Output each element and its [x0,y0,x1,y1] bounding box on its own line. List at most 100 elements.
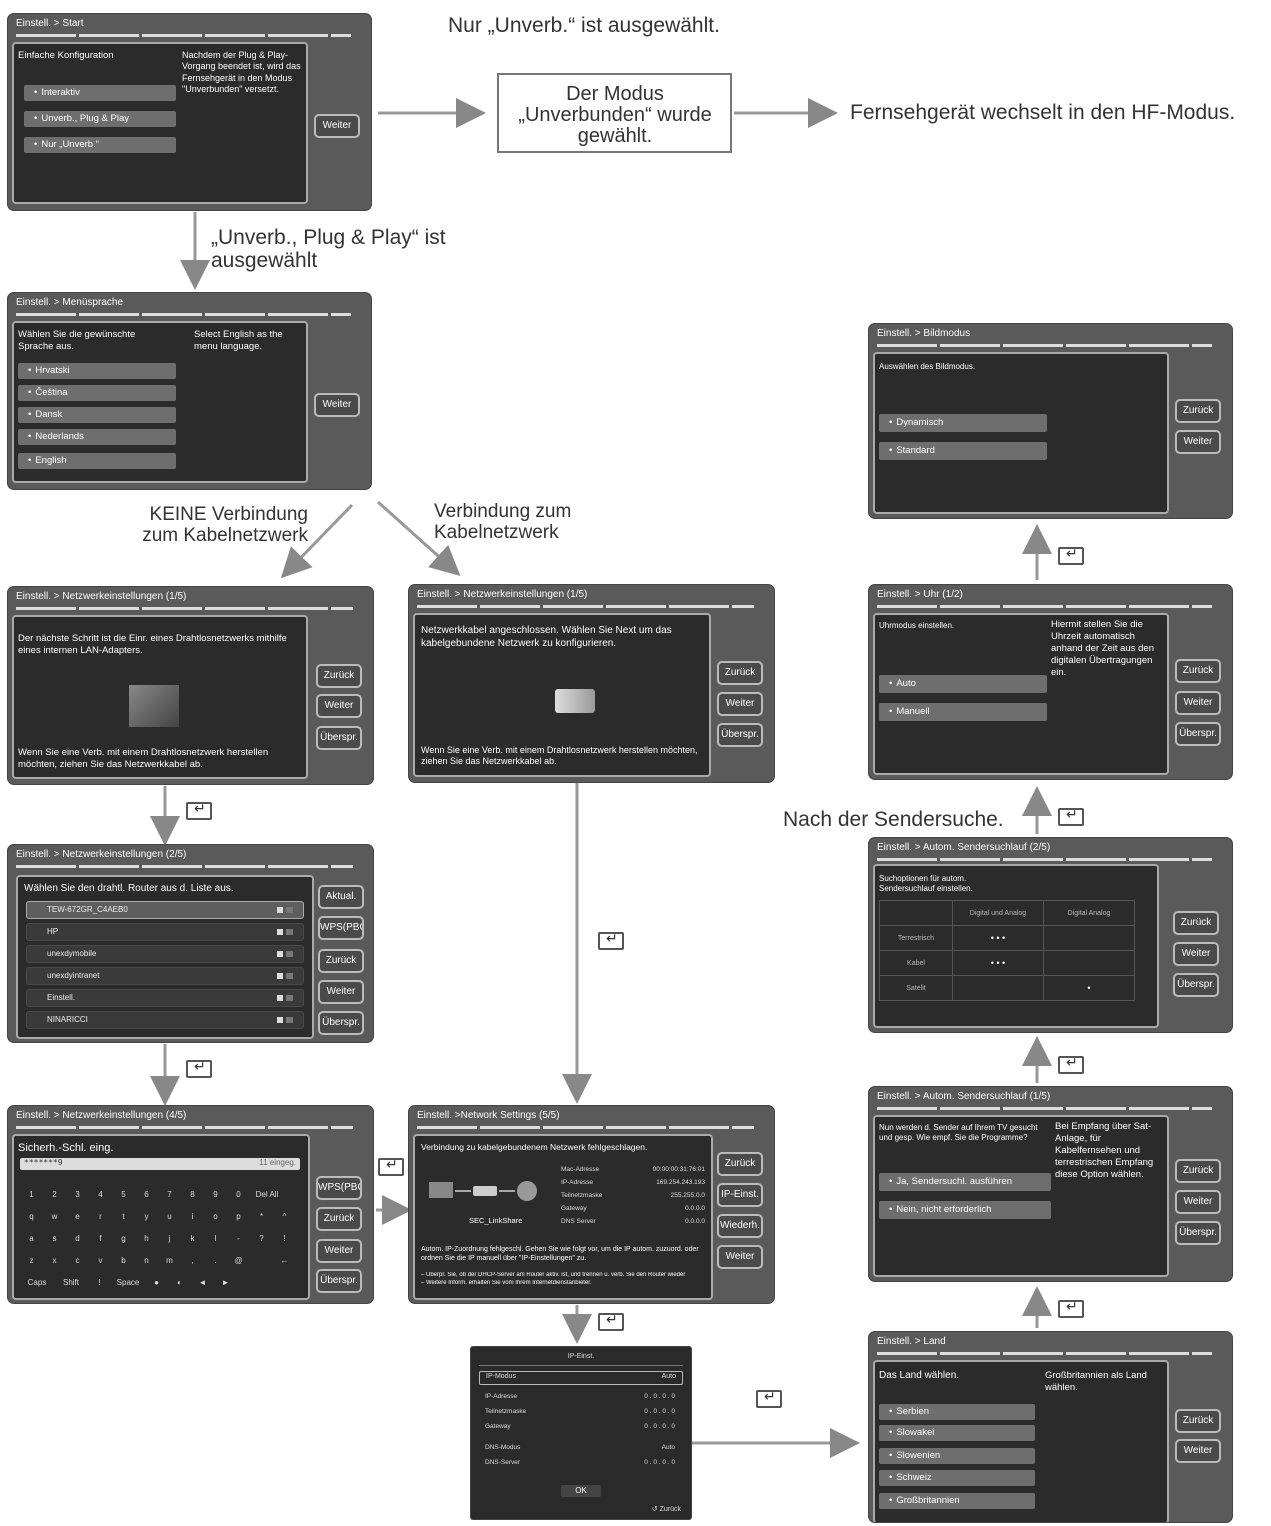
weiter-button[interactable]: Weiter [1175,1439,1221,1463]
keyboard-key[interactable]: , [191,1256,194,1265]
option-clock-manual[interactable]: Manuell [879,703,1047,721]
option-language[interactable]: Dansk [18,407,176,423]
keyboard-key[interactable]: a [29,1234,34,1243]
keyboard-key[interactable]: g [121,1234,126,1243]
ueberspringen-button[interactable]: Überspr. [1175,722,1221,746]
keyboard-key[interactable]: p [236,1212,241,1221]
weiter-button[interactable]: Weiter [1175,1190,1221,1214]
keyboard-key[interactable]: w [51,1212,58,1221]
option-language[interactable]: Nederlands [18,429,176,445]
zurueck-button[interactable]: Zurück [1173,911,1219,935]
weiter-button[interactable]: Weiter [316,1239,362,1263]
option-unverb-plug-play[interactable]: Unverb., Plug & Play [24,111,176,127]
keyboard-key[interactable]: h [144,1234,149,1243]
keyboard-key[interactable]: * [259,1212,264,1221]
zurueck-button[interactable]: Zurück [316,1207,362,1231]
keyboard-key[interactable]: ! [98,1278,101,1287]
ueberspringen-button[interactable]: Überspr. [1173,973,1219,997]
weiter-button[interactable]: Weiter [316,694,362,718]
option-scan-no[interactable]: Nein, nicht erforderlich [879,1201,1051,1219]
keyboard-key[interactable]: Caps [27,1278,47,1287]
zurueck-button[interactable]: Zurück [717,1152,763,1176]
ueberspringen-button[interactable]: Überspr. [717,723,763,747]
keyboard-key[interactable]: ! [283,1234,286,1243]
keyboard-key[interactable]: e [75,1212,80,1221]
keyboard-key[interactable]: f [99,1234,102,1243]
table-cell[interactable] [1042,950,1136,976]
zurueck-button[interactable]: Zurück [1175,399,1221,423]
keyboard-key[interactable]: u [167,1212,172,1221]
keyboard-key[interactable]: m [166,1256,173,1265]
ueberspringen-button[interactable]: Überspr. [316,726,362,750]
ip-mode-field[interactable]: IP-Modus Auto [479,1371,683,1385]
keyboard-key[interactable]: b [121,1256,126,1265]
option-language[interactable]: Hrvatski [18,363,176,379]
zurueck-button[interactable]: Zurück [1175,1159,1221,1183]
wiederholen-button[interactable]: Wiederh. [717,1214,763,1238]
keyboard-key[interactable]: ◄ [198,1278,207,1287]
keyboard-key[interactable]: s [52,1234,57,1243]
weiter-button[interactable]: Weiter [1175,691,1221,715]
keyboard-key[interactable]: n [144,1256,149,1265]
table-cell[interactable] [1042,925,1136,951]
router-list-item[interactable]: Einstell. [26,989,304,1007]
zurueck-button[interactable]: Zurück [316,664,362,688]
keyboard-key[interactable]: 0 [236,1190,241,1199]
router-list-item[interactable]: TEW-672GR_C4AEB0 [26,901,304,919]
keyboard-key[interactable]: ◐ [177,1278,182,1287]
option-language[interactable]: Čeština [18,385,176,401]
ueberspringen-button[interactable]: Überspr. [316,1269,362,1293]
keyboard-key[interactable]: @ [234,1256,243,1265]
ueberspringen-button[interactable]: Überspr. [1175,1221,1221,1245]
keyboard-key[interactable]: ^ [282,1212,287,1221]
weiter-button[interactable]: Weiter [1173,942,1219,966]
keyboard-key[interactable]: 5 [121,1190,126,1199]
keyboard-key[interactable]: v [98,1256,103,1265]
keyboard-key[interactable]: Space [116,1278,140,1287]
zurueck-button[interactable]: Zurück [717,661,763,685]
back-hint[interactable]: ↺ Zurück [651,1506,681,1513]
keyboard-key[interactable]: ? [259,1234,264,1243]
router-list-item[interactable]: unexdyintranet [26,967,304,985]
zurueck-button[interactable]: Zurück [1175,659,1221,683]
keyboard-key[interactable]: 9 [213,1190,218,1199]
option-country[interactable]: Großbritannien [879,1493,1035,1509]
router-list-item[interactable]: HP [26,923,304,941]
table-cell[interactable]: • • • [952,925,1044,951]
keyboard-key[interactable]: r [99,1212,102,1221]
keyboard-key[interactable]: 4 [98,1190,103,1199]
option-scan-yes[interactable]: Ja, Sendersuchl. ausführen [879,1173,1051,1191]
option-country[interactable]: Schweiz [879,1470,1035,1486]
keyboard-key[interactable]: Del All [255,1190,279,1199]
security-key-input[interactable]: *******9 11 eingeg. [20,1158,300,1170]
keyboard-key[interactable]: z [29,1256,34,1265]
keyboard-key[interactable]: c [75,1256,80,1265]
router-list-item[interactable]: NINARICCI [26,1011,304,1029]
keyboard-key[interactable]: . [214,1256,217,1265]
zurueck-button[interactable]: Zurück [318,949,364,973]
keyboard-key[interactable]: q [29,1212,34,1221]
keyboard-key[interactable]: k [190,1234,195,1243]
option-interaktiv[interactable]: Interaktiv [24,85,176,101]
keyboard-key[interactable]: 7 [167,1190,172,1199]
keyboard-key[interactable]: 6 [144,1190,149,1199]
keyboard-key[interactable]: j [168,1234,171,1243]
keyboard-key[interactable]: ► [221,1278,230,1287]
keyboard-key[interactable]: Shift [62,1278,79,1287]
keyboard-key[interactable]: o [213,1212,218,1221]
keyboard-key[interactable]: t [122,1212,125,1221]
option-dynamisch[interactable]: Dynamisch [879,414,1047,432]
wps-pbc-button[interactable]: WPS(PBC) [316,1176,362,1200]
keyboard-key[interactable]: 2 [52,1190,57,1199]
option-country[interactable]: Slowakei [879,1425,1035,1441]
table-cell[interactable]: • [1042,975,1136,1001]
weiter-button[interactable]: Weiter [717,692,763,716]
option-country[interactable]: Slowenien [879,1448,1035,1464]
weiter-button[interactable]: Weiter [1175,430,1221,454]
keyboard-key[interactable]: ← [280,1256,289,1265]
